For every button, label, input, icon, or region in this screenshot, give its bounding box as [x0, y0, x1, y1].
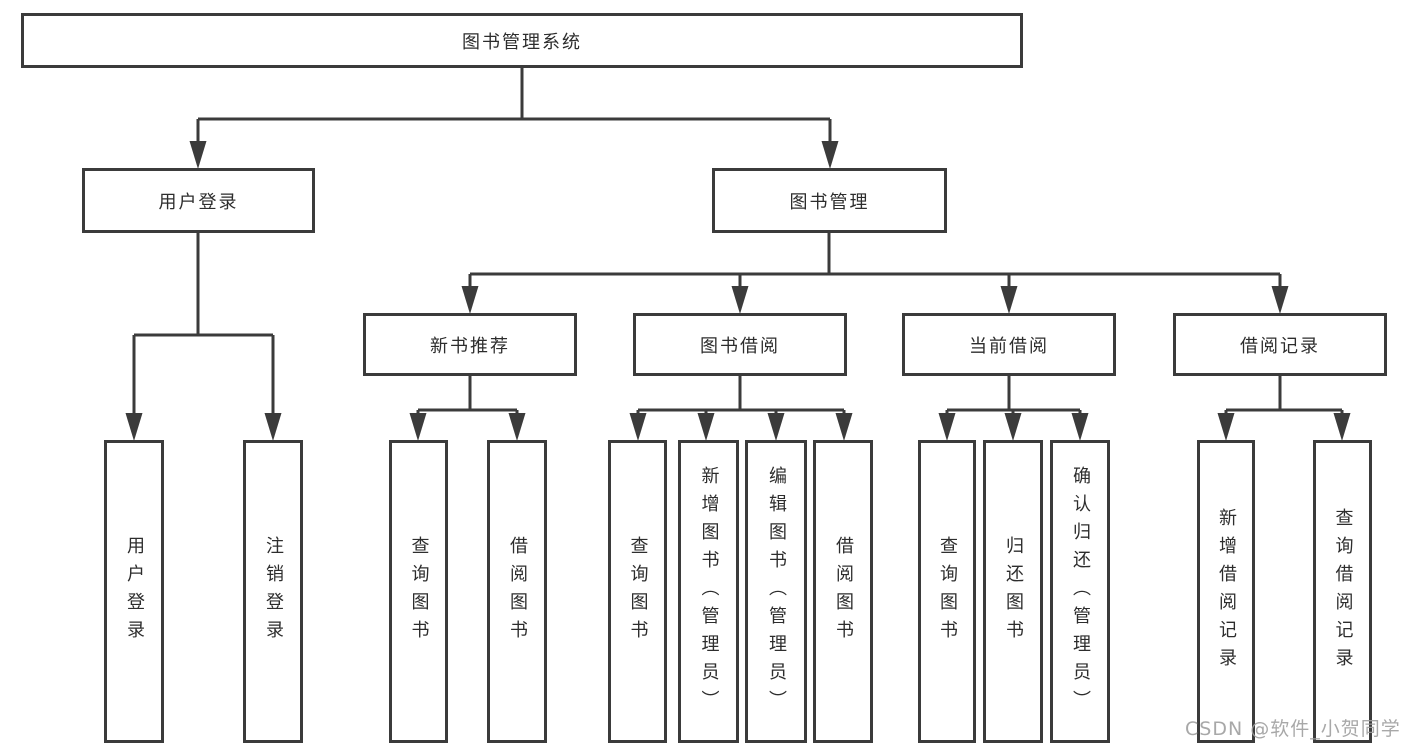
- leaf-borrow-books-label: 借阅图书: [833, 535, 854, 648]
- leaf-newbook-query-books: 查询图书: [389, 440, 448, 743]
- leaf-return-books: 归还图书: [983, 440, 1043, 743]
- node-book-management-label: 图书管理: [789, 191, 870, 213]
- leaf-current-query-books: 查询图书: [918, 440, 976, 743]
- node-root-label: 图书管理系统: [462, 31, 582, 53]
- leaf-borrow-books: 借阅图书: [813, 440, 873, 743]
- node-book-borrow-label: 图书借阅: [700, 335, 780, 357]
- leaf-add-borrow-record-label: 新增借阅记录: [1216, 507, 1237, 676]
- leaf-edit-books-admin: 编辑图书（管理员）: [745, 440, 807, 743]
- leaf-user-login: 用户登录: [104, 440, 164, 743]
- connector-login-to-leaves: [132, 233, 275, 414]
- leaf-borrow-query-books: 查询图书: [608, 440, 667, 743]
- node-borrow-records-label: 借阅记录: [1240, 335, 1320, 357]
- connector-records-to-leaves: [1224, 376, 1344, 414]
- leaf-query-borrow-record-label: 查询借阅记录: [1332, 507, 1354, 676]
- leaf-return-books-label: 归还图书: [1003, 535, 1024, 648]
- leaf-edit-books-admin-label: 编辑图书（管理员）: [766, 465, 787, 718]
- connector-borrow-to-leaves: [636, 376, 846, 414]
- connector-newbook-to-leaves: [416, 376, 519, 414]
- node-new-book-recommend: 新书推荐: [363, 313, 577, 376]
- node-new-book-recommend-label: 新书推荐: [430, 335, 510, 357]
- leaf-query-borrow-record: 查询借阅记录: [1313, 440, 1372, 743]
- node-user-login: 用户登录: [82, 168, 315, 233]
- csdn-watermark: CSDN @软件_小贺同学: [1185, 718, 1401, 740]
- leaf-current-query-books-label: 查询图书: [937, 535, 958, 648]
- leaf-add-books-admin-label: 新增图书（管理员）: [698, 465, 720, 718]
- connector-mgmt-to-level3: [468, 233, 1282, 287]
- leaf-add-books-admin: 新增图书（管理员）: [678, 440, 739, 743]
- node-book-borrow: 图书借阅: [633, 313, 847, 376]
- connector-current-to-leaves: [945, 376, 1082, 414]
- leaf-confirm-return-admin-label: 确认归还（管理员）: [1070, 465, 1091, 718]
- leaf-logout: 注销登录: [243, 440, 303, 743]
- node-current-borrow: 当前借阅: [902, 313, 1116, 376]
- node-root: 图书管理系统: [21, 13, 1023, 68]
- leaf-newbook-borrow-books: 借阅图书: [487, 440, 547, 743]
- leaf-add-borrow-record: 新增借阅记录: [1197, 440, 1255, 743]
- leaf-logout-label: 注销登录: [263, 535, 284, 648]
- node-user-login-label: 用户登录: [158, 191, 239, 213]
- leaf-newbook-borrow-books-label: 借阅图书: [507, 535, 528, 648]
- leaf-confirm-return-admin: 确认归还（管理员）: [1050, 440, 1110, 743]
- node-borrow-records: 借阅记录: [1173, 313, 1387, 376]
- node-current-borrow-label: 当前借阅: [969, 335, 1049, 357]
- leaf-newbook-query-books-label: 查询图书: [408, 535, 430, 648]
- connector-root-to-level2: [196, 68, 832, 141]
- node-book-management: 图书管理: [712, 168, 947, 233]
- leaf-borrow-query-books-label: 查询图书: [627, 535, 649, 648]
- leaf-user-login-label: 用户登录: [124, 535, 145, 648]
